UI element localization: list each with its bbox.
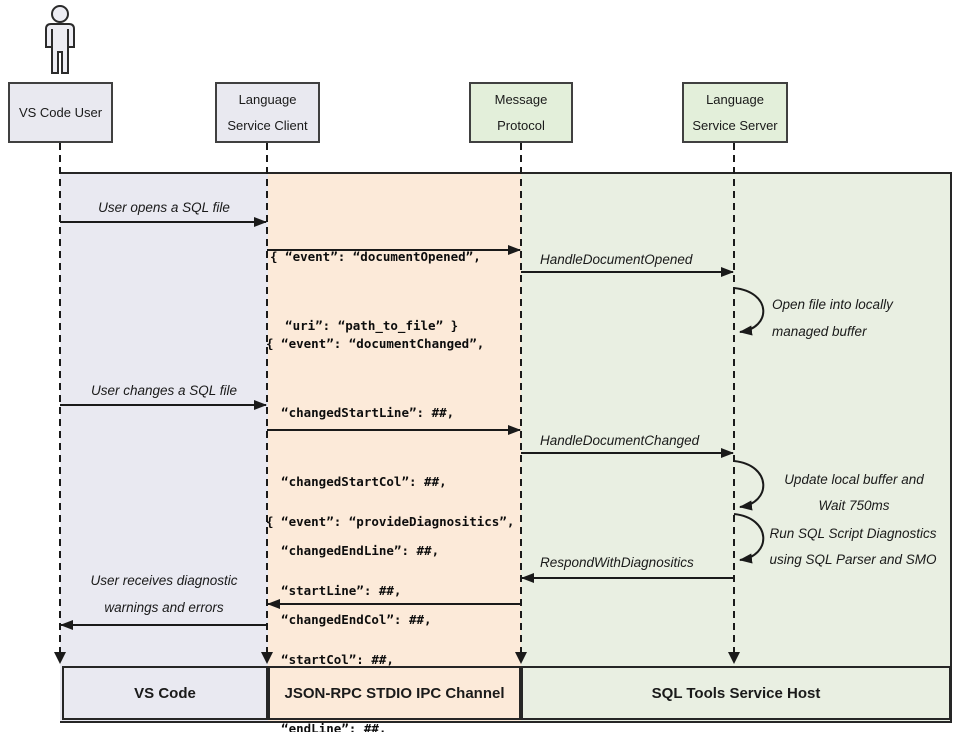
payload-line: { “event”: “provideDiagnositics”,: [266, 514, 515, 529]
footer-label: VS Code: [134, 684, 196, 702]
lane-service-host: [521, 172, 952, 723]
note-update-buffer-wait: Update local buffer and Wait 750ms: [768, 467, 940, 519]
actor-box-vscode-user: VS Code User: [8, 82, 113, 143]
user-actor-icon: [45, 5, 75, 74]
note-open-file-into-buffer: Open file into locally managed buffer: [772, 291, 893, 345]
actor-box-label: VS Code User: [18, 104, 103, 120]
note-line1: Open file into locally: [772, 297, 893, 312]
label-handle-document-changed: HandleDocumentChanged: [540, 433, 700, 448]
label-respond-with-diagnostics: RespondWithDiagnositics: [540, 555, 694, 570]
actor-box-label-line2: Service Server: [692, 117, 778, 133]
note-line1: Run SQL Script Diagnostics: [769, 526, 937, 541]
note-run-sql-diagnostics: Run SQL Script Diagnostics using SQL Par…: [762, 521, 944, 573]
footer-box-vscode: VS Code: [62, 666, 268, 720]
payload-line: { “event”: “documentChanged”,: [266, 336, 485, 351]
lane-vscode: [60, 172, 268, 723]
payload-provide-diagnostics: { “event”: “provideDiagnositics”, “start…: [266, 464, 514, 732]
payload-line: “startCol”: ##,: [266, 652, 394, 667]
label-user-opens-sql-file: User opens a SQL file: [98, 200, 230, 215]
actor-box-language-service-server: Language Service Server: [682, 82, 788, 143]
label-handle-document-opened: HandleDocumentOpened: [540, 252, 693, 267]
footer-box-service-host: SQL Tools Service Host: [521, 666, 951, 720]
actor-box-label-line1: Message: [494, 91, 548, 107]
payload-line: “endLine”: ##,: [266, 721, 387, 732]
footer-box-ipc-channel: JSON-RPC STDIO IPC Channel: [268, 666, 521, 720]
note-line2: using SQL Parser and SMO: [769, 552, 937, 567]
payload-line: “changedEndLine”: ##,: [266, 543, 440, 558]
payload-line: “startLine”: ##,: [266, 583, 402, 598]
lane-ipc-channel: [268, 172, 521, 723]
note-line2: Wait 750ms: [818, 498, 890, 513]
actor-box-label-line2: Service Client: [227, 117, 308, 133]
actor-box-label-line1: Language: [706, 91, 764, 107]
note-line2: managed buffer: [772, 324, 867, 339]
payload-line: “changedStartCol”: ##,: [266, 474, 447, 489]
payload-line: “changedEndCol”: ##,: [266, 612, 432, 627]
payload-document-opened: { “event”: “documentOpened”, “uri”: “pat…: [270, 199, 481, 383]
actor-box-message-protocol: Message Protocol: [469, 82, 573, 143]
payload-line: “changedStartLine”: ##,: [266, 405, 455, 420]
payload-line: { “event”: “documentOpened”,: [270, 249, 481, 264]
label-line2: warnings and errors: [104, 600, 224, 615]
footer-label: SQL Tools Service Host: [651, 684, 821, 702]
actor-box-label-line1: Language: [238, 91, 297, 107]
label-user-changes-sql-file: User changes a SQL file: [90, 383, 238, 398]
payload-line: “uri”: “path_to_file” }: [270, 318, 459, 333]
actor-box-language-service-client: Language Service Client: [215, 82, 320, 143]
actor-box-label-line2: Protocol: [497, 117, 545, 133]
label-user-receives-diagnostics: User receives diagnostic warnings and er…: [60, 567, 268, 621]
label-line1: User receives diagnostic: [90, 573, 238, 588]
footer-label: JSON-RPC STDIO IPC Channel: [284, 684, 505, 702]
note-line1: Update local buffer and: [784, 472, 924, 487]
